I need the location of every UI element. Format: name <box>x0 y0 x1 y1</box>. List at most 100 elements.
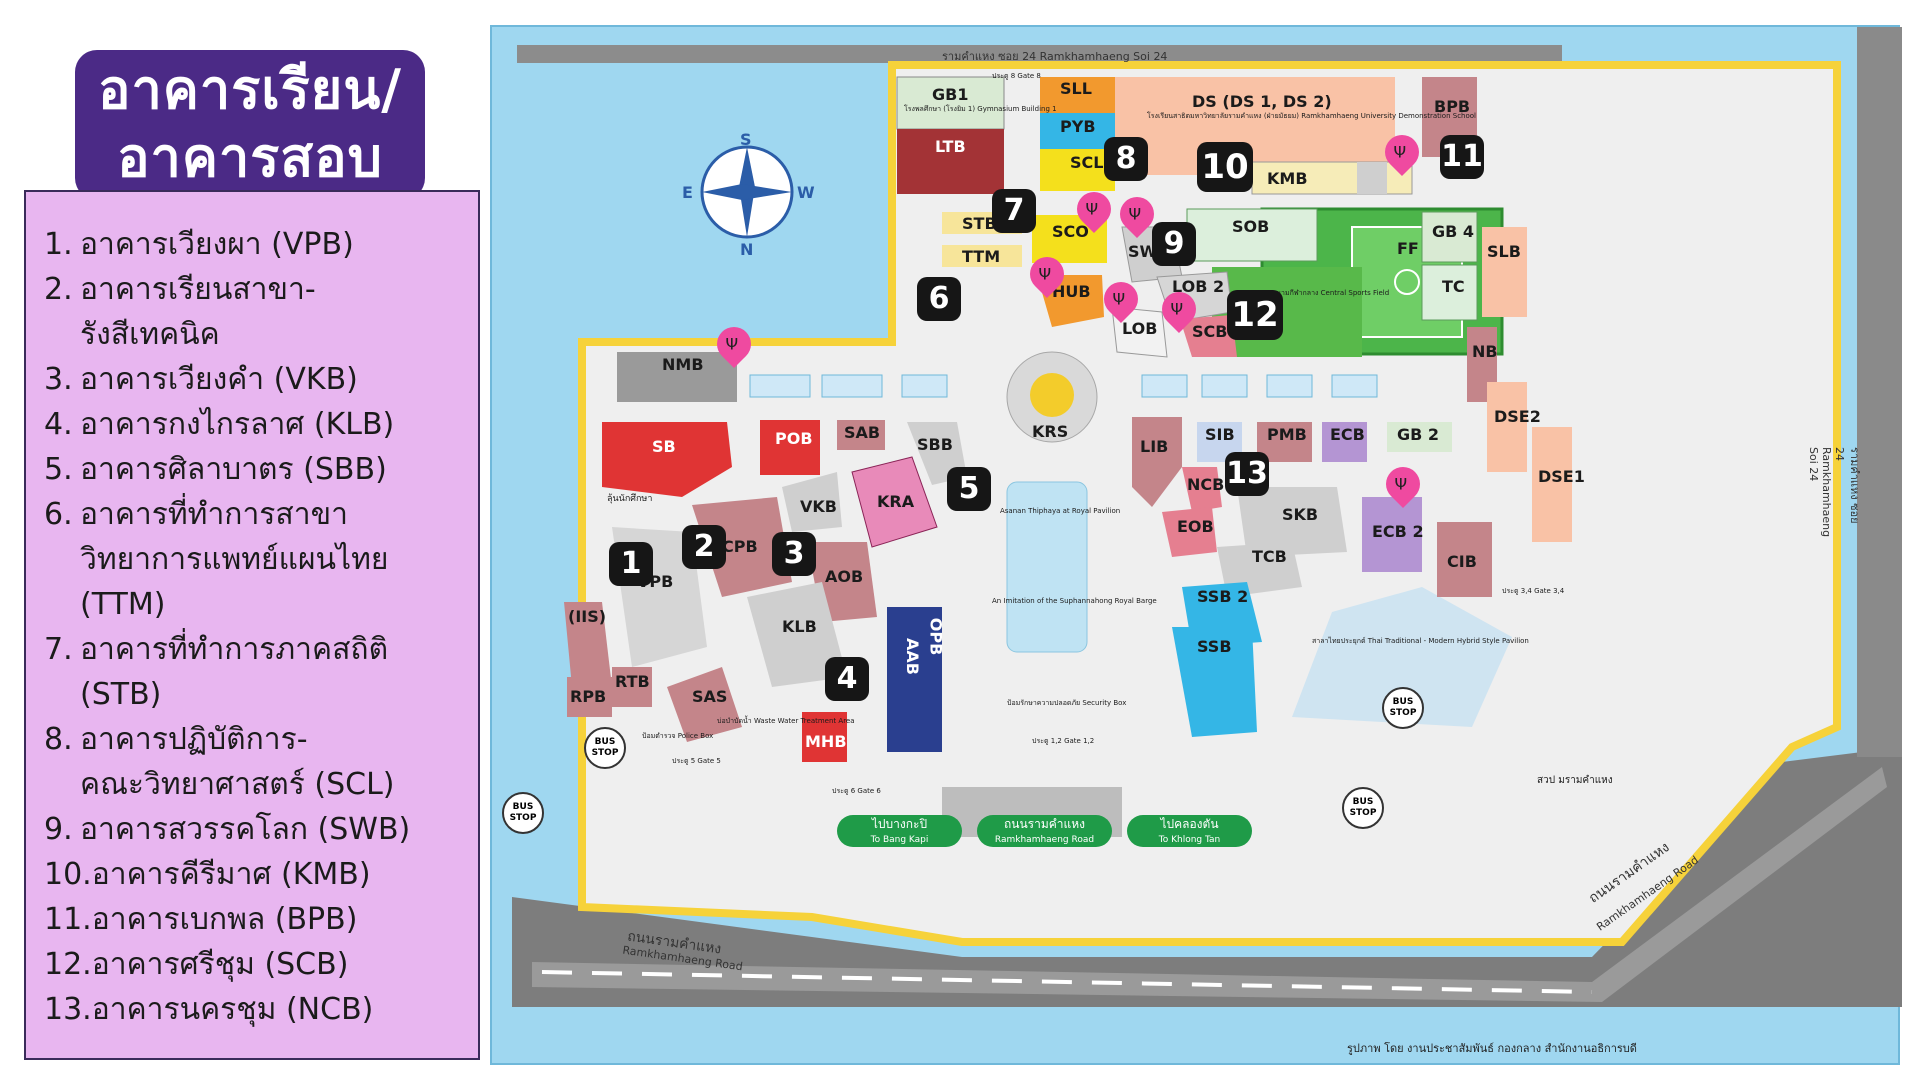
label-pmb[interactable]: PMB <box>1267 425 1307 444</box>
num-tag-2[interactable]: 2 <box>682 525 726 569</box>
label-tc[interactable]: TC <box>1442 277 1465 296</box>
label-sib[interactable]: SIB <box>1205 425 1235 444</box>
compass-w: W <box>797 183 815 202</box>
compass-e: E <box>682 183 693 202</box>
label-bpb[interactable]: BPB <box>1434 97 1471 116</box>
num-tag-8[interactable]: 8 <box>1104 137 1148 181</box>
label-sco[interactable]: SCO <box>1052 222 1089 241</box>
label-rtb[interactable]: RTB <box>615 672 650 691</box>
bldg-scl <box>1040 149 1115 191</box>
label-royal-barge: An Imitation of the Suphannahong Royal B… <box>992 597 1157 605</box>
direction-bang-kapi[interactable]: ไปบางกะปิTo Bang Kapi <box>837 815 962 847</box>
bus-stop-icon[interactable]: BUS STOP <box>1382 687 1424 729</box>
num-tag-4[interactable]: 4 <box>825 657 869 701</box>
num-tag-12[interactable]: 12 <box>1227 290 1283 340</box>
label-vkb[interactable]: VKB <box>800 497 837 516</box>
label-nb[interactable]: NB <box>1472 342 1498 361</box>
label-tcb[interactable]: TCB <box>1252 547 1287 566</box>
label-admin-note: สวป มรามคำแหง <box>1537 775 1613 786</box>
title-line-2: อาคารสอบ <box>117 126 383 189</box>
label-iis[interactable]: (IIS) <box>568 607 607 626</box>
building-legend: 1.อาคารเวียงผา (VPB) 2.อาคารเรียนสาขา-รั… <box>24 190 480 1060</box>
bldg-kra <box>851 456 938 548</box>
label-krs[interactable]: KRS <box>1032 422 1069 441</box>
label-cib[interactable]: CIB <box>1447 552 1477 571</box>
label-ttm[interactable]: TTM <box>962 247 1001 266</box>
label-dse2[interactable]: DSE2 <box>1494 407 1541 426</box>
bldg-scb <box>1180 315 1237 357</box>
label-gb2[interactable]: GB 2 <box>1397 425 1440 444</box>
label-scb[interactable]: SCB <box>1192 322 1228 341</box>
bus-stop-icon[interactable]: BUS STOP <box>1342 787 1384 829</box>
label-skb[interactable]: SKB <box>1282 505 1319 524</box>
label-waste-water: บ่อบำบัดน้ำ Waste Water Treatment Area <box>717 717 855 725</box>
bldg-tc <box>1421 264 1478 321</box>
label-nmb[interactable]: NMB <box>662 355 704 374</box>
label-lib[interactable]: LIB <box>1140 437 1169 456</box>
label-lob2[interactable]: LOB 2 <box>1172 277 1225 296</box>
legend-item-1: 1.อาคารเวียงผา (VPB) <box>44 227 354 262</box>
legend-item-10: 10.อาคารคีรีมาศ (KMB) <box>44 857 371 892</box>
label-stb[interactable]: STB <box>962 214 997 233</box>
num-tag-6[interactable]: 6 <box>917 277 961 321</box>
num-tag-11[interactable]: 11 <box>1440 135 1484 179</box>
label-pob[interactable]: POB <box>775 429 813 448</box>
label-ecb2[interactable]: ECB 2 <box>1372 522 1424 541</box>
label-sas[interactable]: SAS <box>692 687 728 706</box>
label-hub[interactable]: HUB <box>1052 282 1091 301</box>
label-ecb[interactable]: ECB <box>1330 425 1365 444</box>
campus-map[interactable]: รามคำแหง ซอย 24 Ramkhamhaeng Soi 24 รามค… <box>490 25 1902 1065</box>
label-kmb[interactable]: KMB <box>1267 169 1308 188</box>
label-ff[interactable]: FF <box>1397 239 1419 258</box>
bus-stop-icon[interactable]: BUS STOP <box>584 727 626 769</box>
legend-item-7: 7.อาคารที่ทำการภาคสถิติ(STB) <box>44 632 389 712</box>
label-security-box: ป้อมรักษาความปลอดภัย Security Box <box>1007 699 1127 707</box>
label-lob[interactable]: LOB <box>1122 319 1158 338</box>
label-scl[interactable]: SCL <box>1070 153 1104 172</box>
compass-s: S <box>740 130 752 149</box>
label-kra[interactable]: KRA <box>877 492 915 511</box>
label-sb[interactable]: SB <box>652 437 676 456</box>
label-ds[interactable]: DS (DS 1, DS 2) <box>1192 92 1332 111</box>
label-cpb[interactable]: CPB <box>722 537 758 556</box>
label-gb4[interactable]: GB 4 <box>1432 222 1475 241</box>
label-aob[interactable]: AOB <box>825 567 864 586</box>
bldg-pob <box>760 420 820 475</box>
label-mhb[interactable]: MHB <box>805 732 847 751</box>
label-rpb[interactable]: RPB <box>570 687 607 706</box>
label-sob[interactable]: SOB <box>1232 217 1270 236</box>
label-dse1[interactable]: DSE1 <box>1538 467 1585 486</box>
king-statue <box>1030 373 1074 417</box>
label-sbb[interactable]: SBB <box>917 435 953 454</box>
label-sab[interactable]: SAB <box>844 423 881 442</box>
bldg-mhb <box>802 712 847 762</box>
num-tag-5[interactable]: 5 <box>947 467 991 511</box>
legend-item-12: 12.อาคารศรีชุม (SCB) <box>44 947 349 982</box>
label-ltb[interactable]: LTB <box>935 137 966 156</box>
label-eob[interactable]: EOB <box>1177 517 1214 536</box>
label-student-zone: ลุ้นนักศึกษา <box>607 494 653 504</box>
label-sll[interactable]: SLL <box>1060 79 1092 98</box>
label-opb[interactable]: OPB <box>926 617 946 656</box>
bus-stop-icon[interactable]: BUS STOP <box>502 792 544 834</box>
label-ncb[interactable]: NCB <box>1187 475 1225 494</box>
bldg-nmb <box>617 352 737 402</box>
label-gb1[interactable]: GB1 <box>932 85 969 104</box>
label-pyb[interactable]: PYB <box>1060 117 1096 136</box>
num-tag-3[interactable]: 3 <box>772 532 816 576</box>
num-tag-10[interactable]: 10 <box>1197 142 1253 192</box>
num-tag-1[interactable]: 1 <box>609 542 653 586</box>
label-pavilion: สาลาไทยประยุกต์ Thai Traditional - Moder… <box>1312 637 1529 645</box>
label-ssb[interactable]: SSB <box>1197 637 1232 656</box>
label-aab[interactable]: AAB <box>902 638 922 675</box>
label-slb[interactable]: SLB <box>1487 242 1521 261</box>
num-tag-13[interactable]: 13 <box>1225 452 1269 496</box>
label-ssb2[interactable]: SSB 2 <box>1197 587 1249 606</box>
num-tag-9[interactable]: 9 <box>1152 222 1196 266</box>
bldg-sab <box>837 420 885 450</box>
label-gate5: ประตู 5 Gate 5 <box>672 757 721 765</box>
num-tag-7[interactable]: 7 <box>992 189 1036 233</box>
label-klb[interactable]: KLB <box>782 617 817 636</box>
